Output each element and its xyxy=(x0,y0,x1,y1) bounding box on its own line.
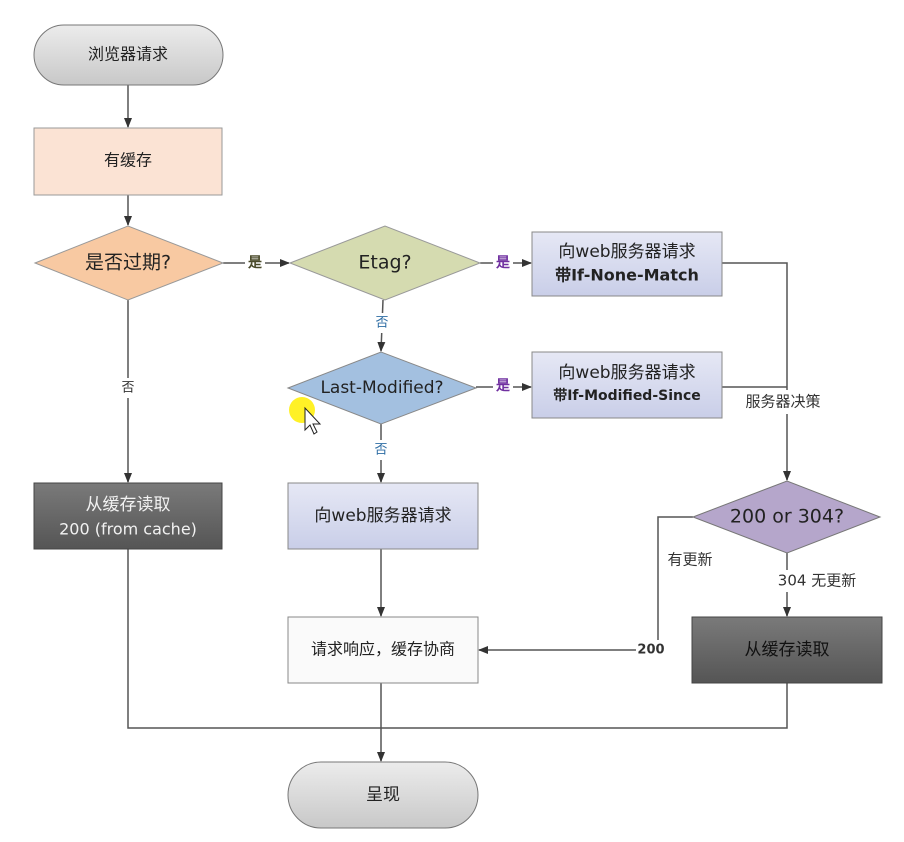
edge-none-match-to-decision xyxy=(722,262,791,481)
node-req-none-match-line1: 向web服务器请求 xyxy=(558,242,695,262)
node-last-modified: Last-Modified? xyxy=(286,351,478,425)
edge-labels: 是 是 否 是 否 否 服务器决策 有更新 200 304 无更新 xyxy=(118,253,864,660)
node-req-server: 向web服务器请求 xyxy=(287,482,479,550)
node-response-negotiate-label: 请求响应，缓存协商 xyxy=(311,640,455,659)
label-expired-yes: 是 xyxy=(248,255,263,271)
node-req-none-match: 向web服务器请求 带If-None-Match xyxy=(531,231,723,297)
label-etag-yes: 是 xyxy=(496,255,511,271)
edge-cache-to-end xyxy=(127,549,788,729)
mouse-cursor xyxy=(289,397,322,435)
cursor-arrow-icon xyxy=(304,406,322,435)
node-req-none-match-line2: 带If-None-Match xyxy=(555,266,699,285)
node-has-cache: 有缓存 xyxy=(33,127,223,196)
node-start-label: 浏览器请求 xyxy=(88,45,168,64)
node-read-cache-200-line2: 200 (from cache) xyxy=(59,520,197,539)
node-end-label: 呈现 xyxy=(366,785,400,805)
node-etag: Etag? xyxy=(288,225,482,301)
label-has-update: 有更新 xyxy=(667,551,712,569)
node-etag-label: Etag? xyxy=(358,252,411,274)
node-read-cache-304: 从缓存读取 xyxy=(691,616,883,684)
node-req-modified-since: 向web服务器请求 带If-Modified-Since xyxy=(531,351,723,419)
node-last-modified-label: Last-Modified? xyxy=(320,378,443,398)
node-req-modified-since-line2: 带If-Modified-Since xyxy=(553,388,701,404)
node-read-cache-304-label: 从缓存读取 xyxy=(745,640,830,660)
node-end: 呈现 xyxy=(287,761,479,829)
edge-decision-200 xyxy=(478,516,693,654)
label-expired-no: 否 xyxy=(121,381,134,396)
label-lm-yes: 是 xyxy=(496,378,511,394)
node-status-decision: 200 or 304? xyxy=(691,480,882,554)
node-status-decision-label: 200 or 304? xyxy=(730,506,844,528)
node-expired: 是否过期? xyxy=(33,225,225,301)
node-expired-label: 是否过期? xyxy=(85,252,171,274)
label-200: 200 xyxy=(637,643,664,658)
node-req-modified-since-line1: 向web服务器请求 xyxy=(558,363,695,383)
label-etag-no: 否 xyxy=(375,316,388,331)
node-has-cache-label: 有缓存 xyxy=(104,151,152,170)
label-server-decision: 服务器决策 xyxy=(745,393,820,411)
label-304-no-update: 304 无更新 xyxy=(778,572,856,590)
node-req-server-label: 向web服务器请求 xyxy=(314,506,451,526)
node-response-negotiate: 请求响应，缓存协商 xyxy=(287,616,479,684)
node-start: 浏览器请求 xyxy=(33,24,224,86)
label-lm-no: 否 xyxy=(374,443,387,458)
node-read-cache-200: 从缓存读取 200 (from cache) xyxy=(33,482,223,550)
node-read-cache-200-line1: 从缓存读取 xyxy=(86,495,171,515)
